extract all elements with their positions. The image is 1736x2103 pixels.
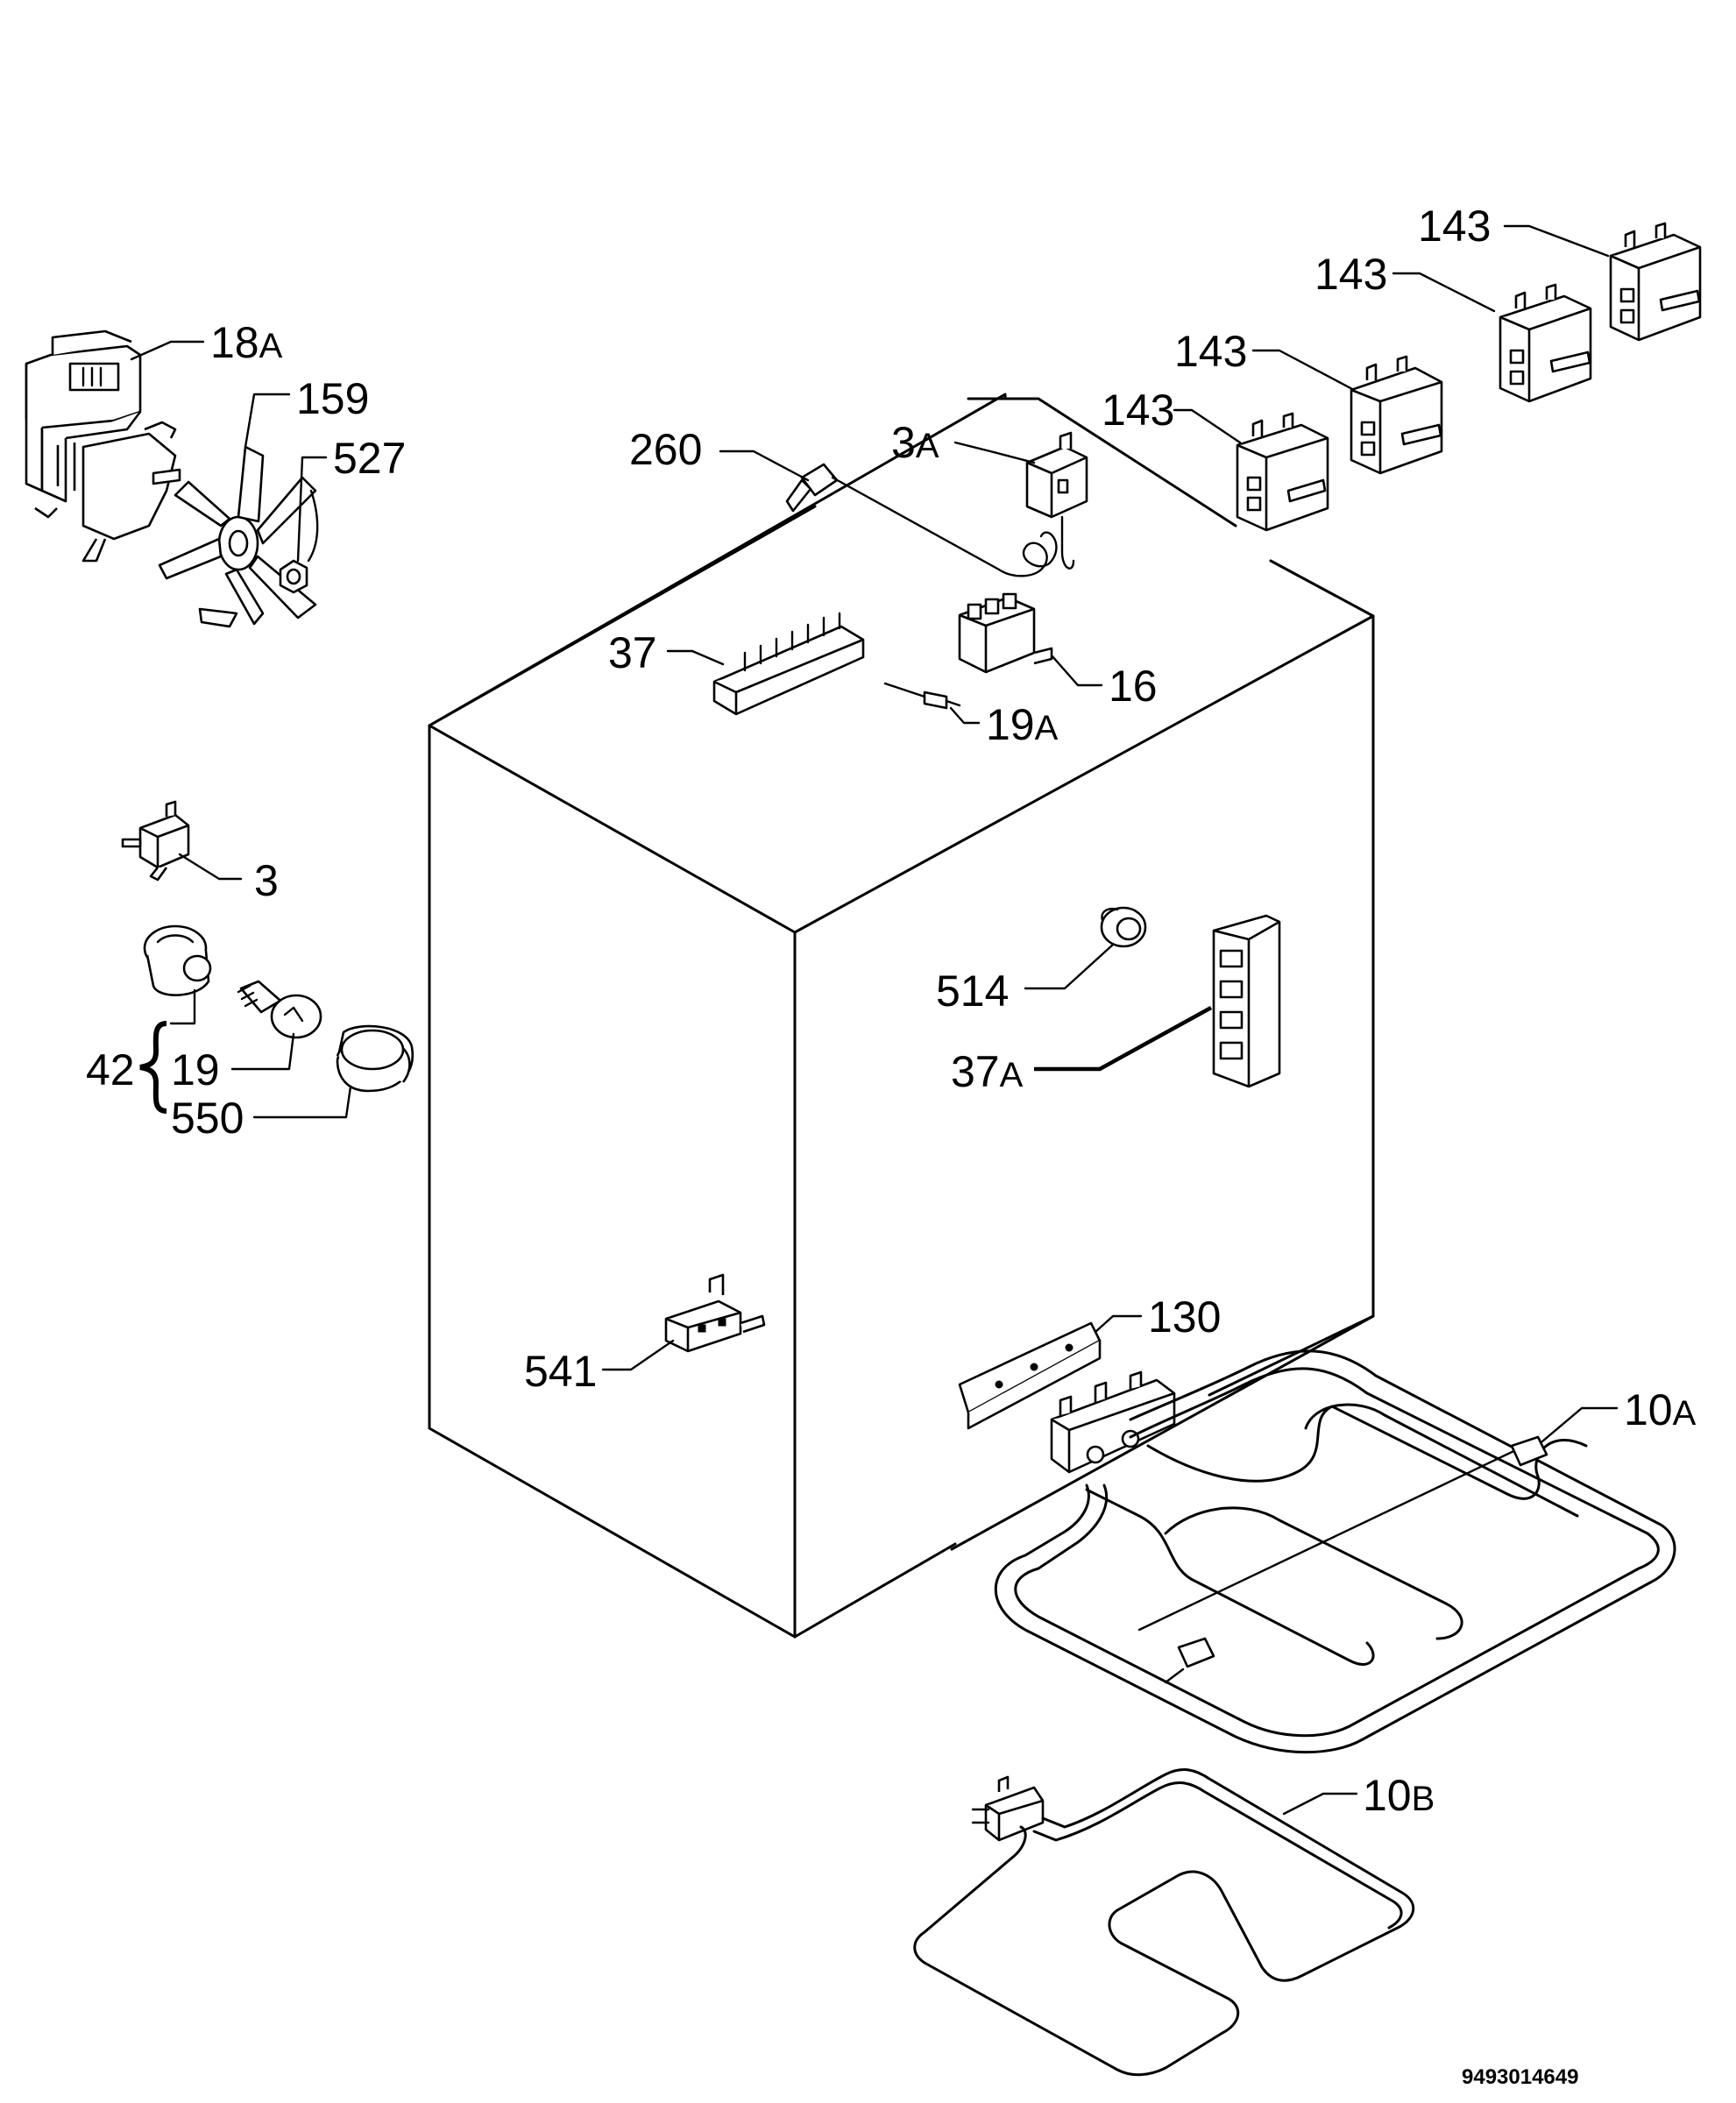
callout-514: 514 — [936, 967, 1009, 1016]
callout-42: 42 — [86, 1045, 135, 1094]
callout-143-top: 143 — [1418, 202, 1491, 251]
callout-130: 130 — [1148, 1292, 1221, 1342]
switch-part-1 — [1236, 412, 1329, 532]
terminal-block-part — [712, 612, 865, 716]
callout-18a: 18A — [210, 318, 283, 367]
callout-3: 3 — [254, 856, 279, 905]
grill-heating-element-part — [994, 1349, 1676, 1754]
callout-37: 37 — [608, 628, 657, 677]
callout-19a: 19A — [986, 700, 1059, 749]
callout-10a: 10A — [1624, 1385, 1697, 1434]
fan-motor-part — [25, 329, 181, 563]
lamp-bulb-part — [237, 980, 322, 1039]
callout-527: 527 — [333, 434, 406, 483]
callout-16: 16 — [1109, 662, 1158, 711]
callout-260: 260 — [629, 425, 702, 474]
callout-37a: 37A — [951, 1047, 1024, 1096]
thermal-fuse-part — [883, 682, 961, 710]
switch-part-3 — [1499, 283, 1592, 403]
callout-labels: 18A 159 527 260 3A 143 143 143 143 37 16… — [86, 202, 1697, 1820]
thermostat-part — [1025, 431, 1088, 570]
fan-blade-part — [158, 445, 317, 628]
safety-thermostat-part — [121, 800, 190, 882]
callout-159: 159 — [296, 374, 369, 423]
callout-143-third: 143 — [1174, 327, 1247, 376]
lamp-assembly-brace — [139, 1021, 167, 1114]
switch-part-2 — [1350, 355, 1443, 475]
door-switch-part — [664, 1273, 766, 1353]
fan-nut-part — [279, 489, 319, 594]
lamp-holder-part — [143, 924, 212, 996]
temperature-probe-part — [785, 463, 1058, 577]
lamp-seal-part — [1100, 906, 1147, 948]
selector-switch-part — [958, 592, 1053, 674]
callout-550: 550 — [171, 1094, 244, 1143]
document-id: 9493014649 — [1462, 2065, 1578, 2089]
callout-19: 19 — [171, 1045, 220, 1094]
bottom-heating-element-part — [913, 1768, 1415, 2077]
callout-541: 541 — [524, 1347, 597, 1396]
terminal-strip-part — [1212, 914, 1281, 1088]
callout-10b: 10B — [1363, 1771, 1435, 1820]
oven-cavity-box — [428, 393, 1375, 1639]
clamp-plate-part — [958, 1321, 1102, 1430]
switch-part-4 — [1609, 222, 1702, 342]
callout-3a: 3A — [891, 418, 939, 467]
callout-143-second: 143 — [1314, 250, 1387, 299]
leader-lines — [130, 224, 1619, 1816]
lamp-cover-part — [336, 1024, 415, 1093]
callout-143-fourth: 143 — [1102, 386, 1174, 435]
